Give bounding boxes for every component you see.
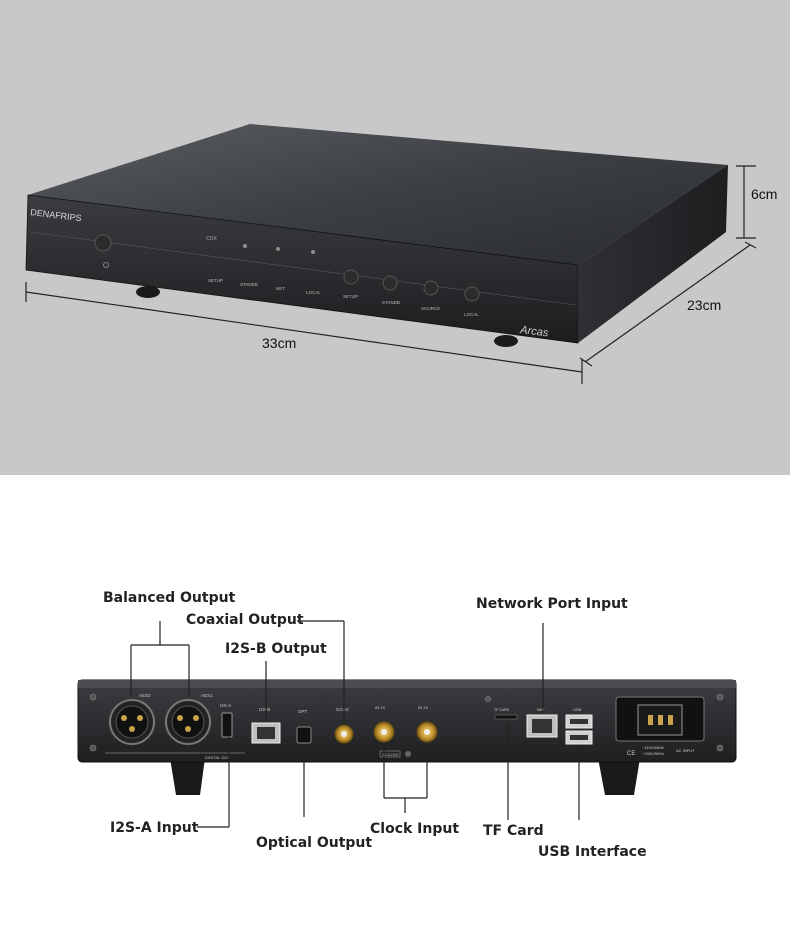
label-i2s-b: I2S-B [259, 707, 270, 712]
rear-foot-left [170, 758, 205, 795]
label-coax: COAX [336, 707, 349, 712]
knob-local[interactable] [464, 286, 480, 302]
depth-label: 23cm [687, 297, 722, 313]
label-clock-1: IN 1X [375, 705, 385, 710]
knob-source[interactable] [423, 280, 439, 296]
callout-balanced-output: Balanced Output [103, 590, 236, 606]
row-label-standb: STANDB [240, 282, 258, 287]
label-in-clock: IN CLOCK [382, 753, 399, 757]
label-ac-input: AC INPUT [676, 748, 695, 753]
rear-foot-right [598, 758, 640, 795]
callout-usb-interface: USB Interface [538, 844, 647, 860]
model-logo: Arcas [519, 324, 550, 340]
label-digital-out: DIGITAL OUT [205, 755, 230, 760]
port-optical[interactable] [296, 726, 312, 744]
status-dot-2 [276, 247, 280, 251]
label-optical: OPT [298, 709, 308, 714]
button-label-standb: STANDB [382, 300, 400, 305]
status-dot-3 [311, 250, 315, 254]
label-aes2: AES2 [139, 693, 151, 698]
front-device-illustration: DENAFRIPS Arcas COX SETUP STANDB NET LOC… [25, 124, 757, 384]
button-label-local: LOCAL [464, 312, 479, 317]
knob-setup[interactable] [343, 269, 359, 285]
xlr-aes1[interactable] [165, 699, 211, 745]
ac-text-1: ~115V/60Hz [642, 745, 664, 750]
xlr-aes2[interactable] [109, 699, 155, 745]
label-tf-card: TF CARD [494, 708, 510, 712]
status-dot-1 [243, 244, 247, 248]
callout-tf-card: TF Card [483, 823, 544, 839]
power-button[interactable] [94, 234, 112, 252]
callout-i2sb-output: I2S-B Output [225, 641, 327, 657]
label-net: NET [537, 707, 546, 712]
knob-standb[interactable] [382, 275, 398, 291]
ce-mark: CE [627, 751, 635, 757]
callout-lines [130, 620, 580, 828]
label-aes1: AES1 [201, 693, 213, 698]
front-buttons[interactable] [343, 269, 480, 302]
row-label-net: NET [276, 286, 285, 291]
height-label: 6cm [751, 186, 778, 202]
dimension-lines [25, 165, 757, 384]
rear-device-illustration: AES2 AES1 DIGITAL OUT I2S-A I2S-B OPT CO… [77, 620, 737, 828]
front-foot-right [494, 335, 518, 347]
button-label-setup: SETUP [343, 294, 358, 299]
label-i2s-a: I2S-A [220, 703, 231, 708]
row-label-local: LOCAL [306, 290, 321, 295]
button-label-source: SOURCE [421, 306, 440, 311]
power-indicator [103, 262, 109, 268]
callout-coaxial-output: Coaxial Output [186, 612, 304, 628]
screws [89, 693, 724, 752]
callout-i2sa-input: I2S-A Input [110, 820, 199, 836]
device-side-face [578, 165, 728, 343]
width-label: 33cm [262, 335, 297, 351]
callout-optical-output: Optical Output [256, 835, 373, 851]
front-foot-left [136, 286, 160, 298]
device-top [28, 124, 728, 265]
port-tf-card[interactable] [494, 714, 518, 720]
ac-text-2: ~230V/50Hz [642, 751, 664, 756]
label-clock-2: IN 1X [418, 705, 428, 710]
callout-network-port-input: Network Port Input [476, 596, 628, 612]
label-usb: USB [573, 707, 582, 712]
row-label-setup: SETUP [208, 278, 223, 283]
callout-clock-input: Clock Input [370, 821, 460, 837]
port-i2s-a[interactable] [221, 712, 233, 738]
status-label-cox: COX [206, 236, 218, 242]
